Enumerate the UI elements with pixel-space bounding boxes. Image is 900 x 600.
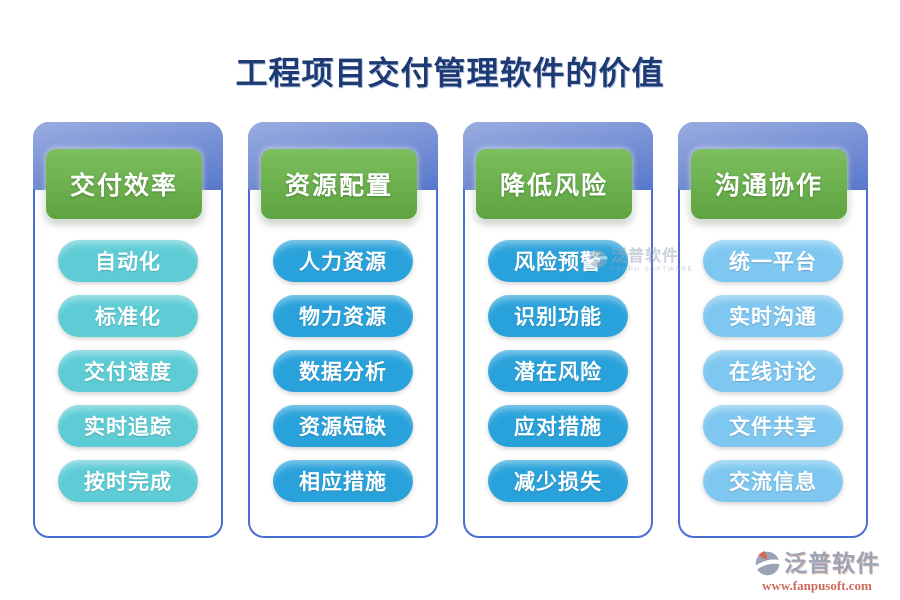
- header-button: 资源配置: [261, 149, 417, 219]
- header-button: 降低风险: [476, 149, 632, 219]
- header-button: 交付效率: [46, 149, 202, 219]
- feature-pill: 相应措施: [273, 460, 413, 502]
- feature-pill: 潜在风险: [488, 350, 628, 392]
- feature-pill: 自动化: [58, 240, 198, 282]
- fanpu-logo-icon: [754, 550, 781, 577]
- feature-pill: 交付速度: [58, 350, 198, 392]
- card-delivery-efficiency: 交付效率 自动化 标准化 交付速度 实时追踪 按时完成: [33, 122, 223, 538]
- card-communication-collaboration: 沟通协作 统一平台 实时沟通 在线讨论 文件共享 交流信息: [678, 122, 868, 538]
- feature-pill: 数据分析: [273, 350, 413, 392]
- feature-pill: 减少损失: [488, 460, 628, 502]
- feature-pill: 在线讨论: [703, 350, 843, 392]
- page-title: 工程项目交付管理软件的价值: [235, 55, 665, 91]
- feature-pill: 识别功能: [488, 295, 628, 337]
- header-button: 沟通协作: [691, 149, 847, 219]
- feature-pill: 统一平台: [703, 240, 843, 282]
- feature-pill: 交流信息: [703, 460, 843, 502]
- item-list: 自动化 标准化 交付速度 实时追踪 按时完成: [35, 240, 221, 515]
- feature-pill: 风险预警: [488, 240, 628, 282]
- item-list: 统一平台 实时沟通 在线讨论 文件共享 交流信息: [680, 240, 866, 515]
- item-list: 风险预警 识别功能 潜在风险 应对措施 减少损失: [465, 240, 651, 515]
- feature-pill: 标准化: [58, 295, 198, 337]
- feature-pill: 应对措施: [488, 405, 628, 447]
- footer-brand: 泛普软件 www.fanpusoft.com: [754, 550, 880, 592]
- feature-pill: 资源短缺: [273, 405, 413, 447]
- brand-name: 泛普软件: [784, 551, 880, 576]
- feature-pill: 实时追踪: [58, 405, 198, 447]
- brand-website: www.fanpusoft.com: [762, 578, 872, 593]
- feature-pill: 人力资源: [273, 240, 413, 282]
- feature-pill: 实时沟通: [703, 295, 843, 337]
- card-risk-reduction: 降低风险 风险预警 识别功能 潜在风险 应对措施 减少损失: [463, 122, 653, 538]
- feature-pill: 物力资源: [273, 295, 413, 337]
- feature-pill: 按时完成: [58, 460, 198, 502]
- card-resource-allocation: 资源配置 人力资源 物力资源 数据分析 资源短缺 相应措施: [248, 122, 438, 538]
- feature-pill: 文件共享: [703, 405, 843, 447]
- item-list: 人力资源 物力资源 数据分析 资源短缺 相应措施: [250, 240, 436, 515]
